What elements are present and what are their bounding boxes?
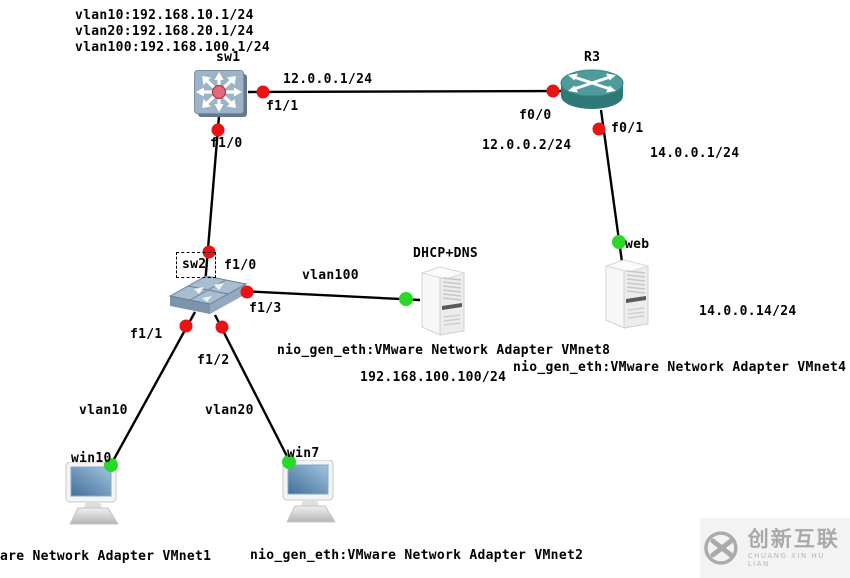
note-vlan20-ip: vlan20:192.168.20.1/24 (75, 24, 254, 39)
label-cloud-vmnet4: nio_gen_eth:VMware Network Adapter VMnet… (513, 360, 847, 375)
node-web[interactable] (600, 254, 656, 336)
link-sw1-r3 (247, 89, 567, 94)
link-sw2-win10 (106, 311, 197, 471)
label-ip-14-0-0-1: 14.0.0.1/24 (650, 146, 740, 161)
label-vlan20: vlan20 (205, 403, 254, 418)
port-dot-sw1-f1-1 (256, 85, 270, 99)
port-dot-r3-f0-1 (592, 122, 606, 136)
label-port-sw2-f1-3: f1/3 (249, 301, 282, 316)
port-dot-web (612, 235, 626, 249)
port-dot-sw1-f1-0 (211, 123, 225, 137)
label-vlan10: vlan10 (79, 403, 128, 418)
node-win7[interactable] (279, 459, 343, 530)
server-icon (420, 266, 466, 336)
label-sw2: sw2 (182, 257, 207, 272)
label-ip-12-0-0-2: 12.0.0.2/24 (482, 138, 572, 153)
label-dhcp-dns: DHCP+DNS (413, 246, 479, 261)
port-dot-r3-f0-0 (546, 84, 560, 98)
port-dot-win10 (104, 458, 118, 472)
label-port-r3-f0-0: f0/0 (519, 108, 552, 123)
label-cloud-vmnet1: are Network Adapter VMnet1 (0, 549, 212, 564)
label-vlan100: vlan100 (302, 268, 359, 283)
label-net-12-0-0-1: 12.0.0.1/24 (283, 72, 373, 87)
note-vlan10-ip: vlan10:192.168.10.1/24 (75, 8, 254, 23)
label-port-sw2-f1-0: f1/0 (224, 258, 257, 273)
router-icon (560, 69, 624, 109)
label-port-sw1-f1-0: f1/0 (210, 136, 243, 151)
node-sw2[interactable] (168, 272, 248, 322)
server-icon (604, 259, 650, 329)
pc-icon (282, 459, 336, 523)
watermark-logo: 创新互联 CHUANG XIN HU LIAN (700, 518, 850, 578)
port-dot-sw2-f1-3 (240, 285, 254, 299)
node-sw1[interactable] (194, 70, 248, 122)
label-ip-14-0-0-14: 14.0.0.14/24 (699, 304, 797, 319)
pc-icon (65, 461, 119, 525)
watermark-circle-x-icon (704, 531, 738, 565)
label-port-sw1-f1-1: f1/1 (266, 99, 299, 114)
label-cloud-vmnet2: nio_gen_eth:VMware Network Adapter VMnet… (250, 548, 584, 563)
label-web: web (625, 237, 650, 252)
multilayer-switch-icon (168, 275, 248, 314)
port-dot-dhcp (399, 292, 413, 306)
label-cloud-vmnet8: nio_gen_eth:VMware Network Adapter VMnet… (277, 343, 611, 358)
watermark-chinese-text: 创新互联 (747, 527, 840, 551)
label-port-r3-f0-1: f0/1 (611, 121, 644, 136)
label-win7: win7 (287, 446, 320, 461)
label-port-sw2-f1-2: f1/2 (197, 353, 230, 368)
link-sw2-dhcp (239, 289, 421, 302)
port-dot-sw2-f1-1 (179, 319, 193, 333)
node-dhcp-dns[interactable] (416, 261, 472, 343)
label-port-sw2-f1-1: f1/1 (130, 327, 163, 342)
note-vlan100-ip: vlan100:192.168.100.1/24 (75, 40, 271, 55)
node-r3[interactable] (559, 67, 625, 119)
label-ip-192-168-100-100: 192.168.100.100/24 (360, 370, 507, 385)
ethernet-switch-icon (194, 70, 247, 117)
link-sw2-win7 (213, 314, 295, 469)
label-win10: win10 (71, 451, 112, 466)
label-sw1: sw1 (216, 50, 241, 65)
label-r3: R3 (584, 50, 601, 65)
port-dot-sw2-f1-2 (215, 320, 229, 334)
port-dot-win7 (282, 455, 296, 469)
selection-box-sw2 (176, 252, 216, 278)
watermark-pinyin-text: CHUANG XIN HU LIAN (747, 552, 825, 568)
node-win10[interactable] (62, 461, 126, 532)
